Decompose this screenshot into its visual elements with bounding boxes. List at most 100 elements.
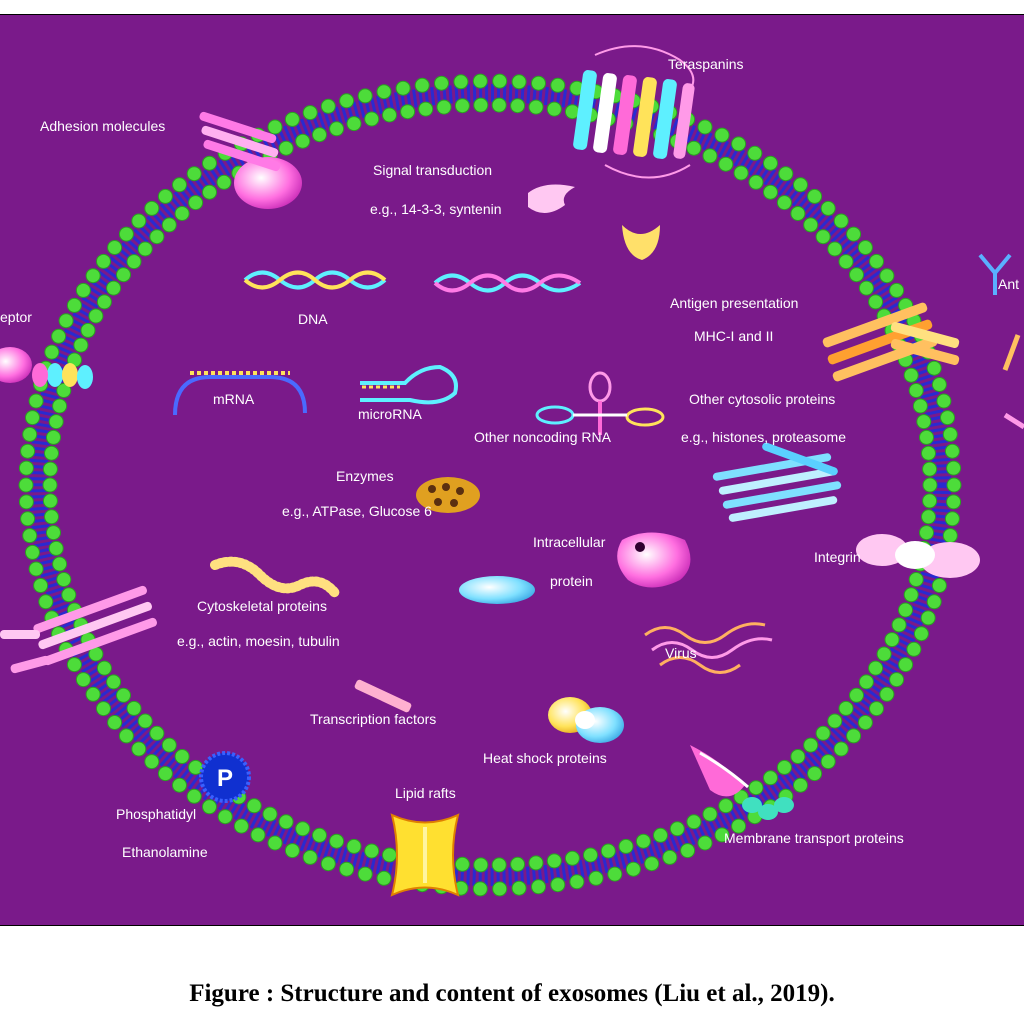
membrane-head-outer xyxy=(531,879,546,895)
membrane-head-inner xyxy=(922,461,938,477)
p-marker: P xyxy=(217,765,233,792)
membrane-head-outer xyxy=(820,200,836,216)
lipid-raft-icon xyxy=(390,813,460,897)
membrane-head-inner xyxy=(718,798,734,814)
membrane-transport-protein-icon xyxy=(690,745,794,820)
membrane-head-inner xyxy=(400,104,416,120)
membrane-head-outer xyxy=(186,166,202,182)
membrane-head-inner xyxy=(202,184,217,200)
membrane-head-outer xyxy=(144,200,160,216)
membrane-head-inner xyxy=(686,814,702,830)
membrane-head-inner xyxy=(763,184,778,200)
membrane-head-outer xyxy=(569,874,585,890)
membrane-head-inner xyxy=(868,294,884,310)
membrane-head-inner xyxy=(803,737,819,753)
membrane-head-outer xyxy=(434,75,449,91)
membrane-head-outer xyxy=(472,73,488,89)
membrane-head-inner xyxy=(790,749,806,764)
figure-caption: Figure : Structure and content of exosom… xyxy=(189,980,835,1007)
membrane-head-outer xyxy=(807,766,823,782)
membrane-head-outer xyxy=(284,843,300,859)
membrane-head-outer xyxy=(18,477,34,493)
membrane-head-outer xyxy=(697,119,713,135)
membrane-head-inner xyxy=(80,322,96,338)
mrna-icon xyxy=(173,371,307,416)
membrane-head-outer xyxy=(926,594,942,610)
membrane-head-inner xyxy=(149,229,165,245)
cytoskeletal-protein-icon xyxy=(210,556,340,598)
microrna-icon xyxy=(360,364,458,405)
membrane-head-inner xyxy=(546,853,562,869)
membrane-head-inner xyxy=(56,383,72,398)
dna-helix-icon xyxy=(243,270,582,293)
label-dna: DNA xyxy=(298,311,328,327)
membrane-head-inner xyxy=(42,493,58,509)
membrane-head-inner xyxy=(364,843,380,859)
membrane-head-inner xyxy=(48,414,64,430)
membrane-head-outer xyxy=(680,843,696,859)
membrane-head-outer xyxy=(66,657,82,673)
membrane-head-outer xyxy=(267,835,283,851)
signal-transduction-icon xyxy=(528,184,660,260)
membrane-head-outer xyxy=(131,213,147,229)
membrane-head-inner xyxy=(653,827,668,843)
label-microrna: microRNA xyxy=(358,406,422,422)
membrane-head-inner xyxy=(46,525,61,541)
membrane-head-outer xyxy=(913,626,929,642)
membrane-head-outer xyxy=(217,809,233,825)
label-receptor: eptor xyxy=(0,309,32,325)
membrane-head-outer xyxy=(662,849,678,865)
label-cytoskeletal-proteins: Cytoskeletal proteins xyxy=(197,598,327,614)
membrane-head-outer xyxy=(946,460,962,476)
membrane-head-inner xyxy=(116,267,131,283)
membrane-head-inner xyxy=(922,477,938,493)
membrane-head-outer xyxy=(942,426,958,442)
membrane-head-inner xyxy=(188,195,204,211)
membrane-head-outer xyxy=(18,460,34,476)
membrane-head-outer xyxy=(202,155,217,171)
heat-shock-protein-icon xyxy=(548,697,624,743)
membrane-head-outer xyxy=(857,240,873,255)
membrane-head-outer xyxy=(926,360,942,376)
membrane-head-inner xyxy=(126,254,142,270)
membrane-head-outer xyxy=(233,818,249,834)
membrane-head-inner xyxy=(686,140,702,156)
membrane-head-outer xyxy=(44,344,60,360)
membrane-head-inner xyxy=(278,140,294,156)
membrane-head-inner xyxy=(161,217,177,233)
membrane-head-inner xyxy=(528,99,544,115)
label-phosphatidyl: Phosphatidyl xyxy=(116,806,197,822)
membrane-head-outer xyxy=(18,494,34,510)
membrane-head-inner xyxy=(161,737,177,753)
membrane-head-inner xyxy=(52,398,68,414)
membrane-head-outer xyxy=(940,410,955,426)
exosome-figure-panel: P Teraspanins Adhesion molecules Signal … xyxy=(0,14,1024,926)
membrane-head-inner xyxy=(827,241,843,257)
membrane-head-inner xyxy=(528,855,544,871)
membrane-head-inner xyxy=(908,383,924,398)
label-transcription-factors: Transcription factors xyxy=(310,711,437,727)
membrane-head-inner xyxy=(510,856,526,872)
membrane-head-inner xyxy=(849,687,864,703)
membrane-head-outer xyxy=(58,313,74,329)
membrane-head-inner xyxy=(838,700,854,716)
membrane-head-outer xyxy=(946,477,962,493)
transcription-factor-icon xyxy=(354,679,412,713)
membrane-head-inner xyxy=(702,148,718,164)
membrane-head-inner xyxy=(891,617,907,633)
membrane-head-inner xyxy=(763,770,778,786)
membrane-head-outer xyxy=(267,119,283,135)
adhesion-molecule-icon xyxy=(199,111,302,209)
label-signal-examples: e.g., 14-3-3, syntenin xyxy=(370,201,502,217)
membrane-head-outer xyxy=(697,835,713,851)
label-membrane-transport-proteins: Membrane transport proteins xyxy=(724,830,904,846)
membrane-head-outer xyxy=(51,328,67,344)
membrane-head-inner xyxy=(838,254,854,270)
label-antigen-presentation: Antigen presentation xyxy=(670,295,799,311)
membrane-head-outer xyxy=(846,728,862,744)
membrane-head-outer xyxy=(25,410,40,426)
membrane-head-inner xyxy=(912,398,928,414)
label-signal-transduction: Signal transduction xyxy=(373,162,493,178)
membrane-head-inner xyxy=(44,509,59,525)
membrane-head-outer xyxy=(931,578,947,593)
